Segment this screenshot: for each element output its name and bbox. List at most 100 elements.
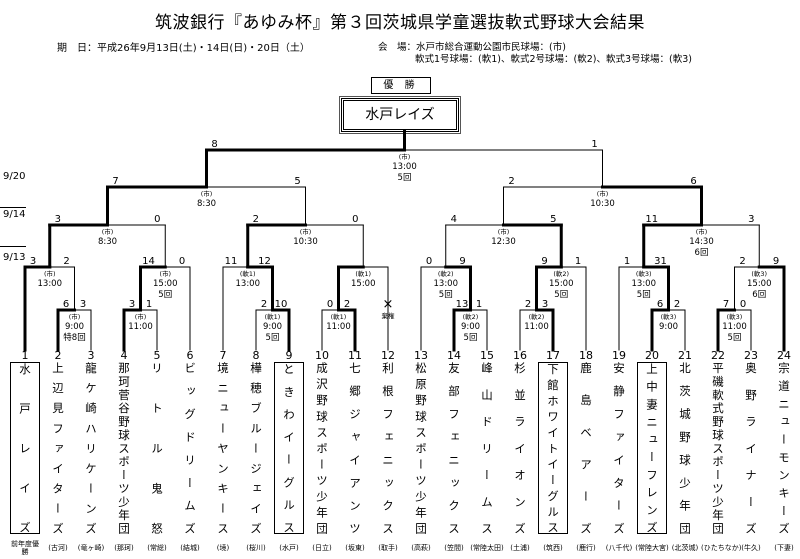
team-number: 18 — [579, 349, 593, 362]
innings-note: 6回 — [752, 290, 766, 300]
venue-label: (市) — [597, 189, 609, 198]
team-number: 7 — [219, 349, 227, 362]
team-name: 下館ホワイトイーグルス — [538, 362, 568, 534]
team-number: 13 — [414, 349, 428, 362]
score-label: 31 — [654, 256, 667, 267]
team-name: 利根フェニックス — [381, 362, 395, 534]
team-region: (桜川) — [246, 544, 266, 552]
score-label: 2 — [253, 214, 259, 225]
team-number: 3 — [87, 349, 95, 362]
time-label: 9:00 — [263, 322, 282, 332]
team-region: (常陸太田) — [470, 544, 504, 552]
venue-label: (軟2) — [438, 269, 454, 278]
innings-note: 5回 — [637, 290, 651, 300]
team-region: (ひたちなか) — [701, 544, 742, 552]
team-region: (土浦) — [510, 544, 530, 552]
score-label: 0 — [426, 256, 432, 267]
score-label: 2 — [674, 299, 680, 310]
innings-note: 5回 — [464, 333, 478, 343]
venue-label: (市) — [69, 312, 81, 321]
team-name: リトル鬼怒 — [150, 362, 164, 534]
time-label: 13:00 — [434, 279, 459, 289]
score-label: 6 — [63, 299, 69, 310]
team-name: 宗道ニューモンキーズ — [777, 362, 791, 534]
time-label: 8:30 — [197, 199, 216, 209]
score-label: 3 — [129, 299, 135, 310]
team-number: 6 — [186, 349, 194, 362]
team-region: (取手) — [378, 544, 398, 552]
score-label: 9 — [773, 256, 779, 267]
time-label: 13:00 — [236, 279, 261, 289]
venue-label: (軟3) — [727, 312, 743, 321]
team-number: 17 — [546, 349, 560, 362]
champion-team: 水戸レイズ — [339, 96, 461, 134]
team-number: 22 — [711, 349, 725, 362]
team-name: 鹿島ベアーズ — [579, 362, 593, 534]
team-name: 七郷ジャイアンツ — [348, 362, 362, 534]
score-label: 1 — [591, 139, 597, 150]
time-label: 10:30 — [590, 199, 615, 209]
team-region: (常総) — [147, 544, 167, 552]
score-label: 1 — [624, 256, 630, 267]
team-region: (坂東) — [345, 544, 365, 552]
team-name: 上辺見ファイターズ — [51, 362, 65, 534]
team-region: (下妻) — [774, 544, 794, 552]
team-region: (鹿行) — [576, 544, 596, 552]
time-label: 13:00 — [38, 279, 63, 289]
time-label: 15:00 — [351, 279, 376, 289]
team-number: 8 — [252, 349, 260, 362]
team-number: 5 — [153, 349, 161, 362]
score-label: 11 — [225, 256, 238, 267]
venue-label: (軟1) — [265, 312, 281, 321]
score-label: 7 — [112, 176, 118, 187]
score-label: 3 — [748, 214, 754, 225]
innings-note: 特8回 — [63, 332, 85, 343]
team-name: ときわイーグルス — [274, 362, 304, 534]
team-number: 21 — [678, 349, 692, 362]
score-label: 1 — [146, 299, 152, 310]
score-label: 3 — [55, 214, 61, 225]
score-label: 6 — [690, 176, 696, 187]
team-name: 水戸レイズ — [10, 362, 40, 534]
team-name: 杉並ライオンズ — [513, 362, 527, 534]
score-label: 0 — [740, 299, 746, 310]
score-label: 8 — [211, 139, 217, 150]
team-number: 11 — [348, 349, 362, 362]
team-region: (牛久) — [741, 544, 761, 552]
score-label: 13 — [456, 299, 469, 310]
team-number: 23 — [744, 349, 758, 362]
innings-note: 5回 — [266, 333, 280, 343]
venue-label: (軟1) — [331, 312, 347, 321]
team-name: 龍ケ崎ハリケーンズ — [84, 362, 98, 534]
score-label: 0 — [352, 214, 358, 225]
innings-note: 5回 — [158, 290, 172, 300]
venue-label: (軟2) — [463, 312, 479, 321]
score-label: 3 — [542, 299, 548, 310]
champion-label: 優 勝 — [371, 77, 431, 94]
team-number: 1 — [21, 349, 29, 362]
team-name: 友部フェニックス — [447, 362, 461, 534]
round-date-second: 9/14 — [3, 209, 26, 220]
time-label: 11:00 — [128, 322, 153, 332]
score-label: 2 — [525, 299, 531, 310]
round-date-final: 9/20 — [3, 171, 26, 182]
innings-note: 6回 — [695, 248, 709, 258]
team-name: 那珂菅谷野球スポーツ少年団 — [117, 362, 131, 534]
team-name: 上中妻ニューフレンズ — [637, 362, 667, 534]
score-label: 5 — [294, 176, 300, 187]
score-label: 4 — [451, 214, 457, 225]
previous-champion-note: 前年度優勝 — [11, 540, 39, 556]
team-number: 14 — [447, 349, 461, 362]
time-label: 14:30 — [689, 237, 714, 247]
forfeit-label: 棄権 — [382, 311, 396, 320]
forfeit-mark: × — [383, 297, 394, 312]
score-label: 0 — [179, 256, 185, 267]
team-name: 平磯軟式野球スポーツ少年団 — [711, 362, 725, 534]
venue-label: (市) — [201, 189, 213, 198]
score-label: 1 — [476, 299, 482, 310]
time-label: 11:00 — [326, 322, 351, 332]
innings-note: 5回 — [398, 173, 412, 183]
time-label: 10:30 — [293, 237, 318, 247]
time-label: 15:00 — [549, 279, 574, 289]
